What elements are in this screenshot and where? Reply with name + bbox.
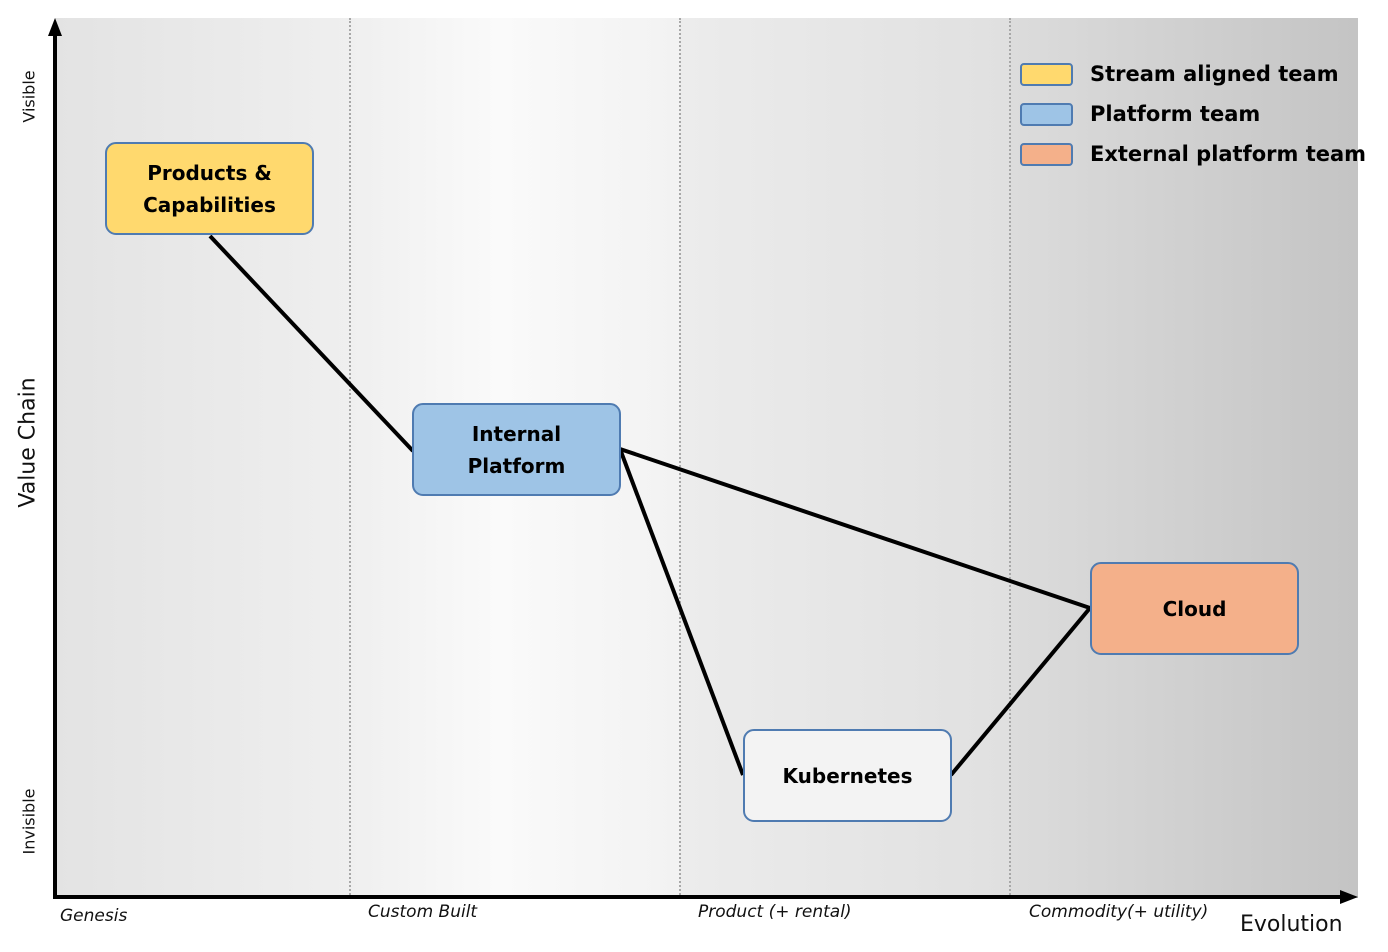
link-kubernetes-cloud bbox=[949, 606, 1092, 777]
y-axis-bottom-label: Invisible bbox=[19, 788, 39, 855]
legend-swatch bbox=[1020, 142, 1073, 166]
legend-label: Stream aligned team bbox=[1090, 62, 1339, 86]
stage-divider bbox=[679, 18, 681, 898]
x-stage-product: Product (+ rental) bbox=[698, 902, 852, 922]
x-stage-custom-built: Custom Built bbox=[368, 902, 478, 922]
y-axis-top-label: Visible bbox=[19, 70, 39, 123]
link-products-internal-platform bbox=[208, 234, 415, 453]
x-axis-arrowhead bbox=[1340, 890, 1358, 904]
node-internal-platform: Internal Platform bbox=[412, 403, 621, 496]
y-axis-title: Value Chain bbox=[15, 377, 41, 508]
link-internal-platform-cloud bbox=[619, 447, 1091, 610]
x-axis-title: Evolution bbox=[1240, 912, 1343, 937]
link-internal-platform-kubernetes bbox=[618, 448, 745, 776]
legend-item: External platform team bbox=[1020, 142, 1366, 166]
node-cloud: Cloud bbox=[1090, 562, 1299, 655]
x-stage-genesis: Genesis bbox=[60, 906, 128, 926]
stage-divider bbox=[1009, 18, 1011, 898]
stage-divider bbox=[349, 18, 351, 898]
legend-swatch bbox=[1020, 62, 1073, 86]
legend-item: Stream aligned team bbox=[1020, 62, 1339, 86]
node-products-capabilities: Products & Capabilities bbox=[105, 142, 314, 235]
x-stage-commodity: Commodity(+ utility) bbox=[1029, 902, 1209, 922]
node-kubernetes: Kubernetes bbox=[743, 729, 952, 822]
legend-swatch bbox=[1020, 102, 1073, 126]
legend-label: Platform team bbox=[1090, 102, 1261, 126]
legend-label: External platform team bbox=[1090, 142, 1367, 166]
legend-item: Platform team bbox=[1020, 102, 1260, 126]
y-axis-arrowhead bbox=[48, 18, 62, 36]
